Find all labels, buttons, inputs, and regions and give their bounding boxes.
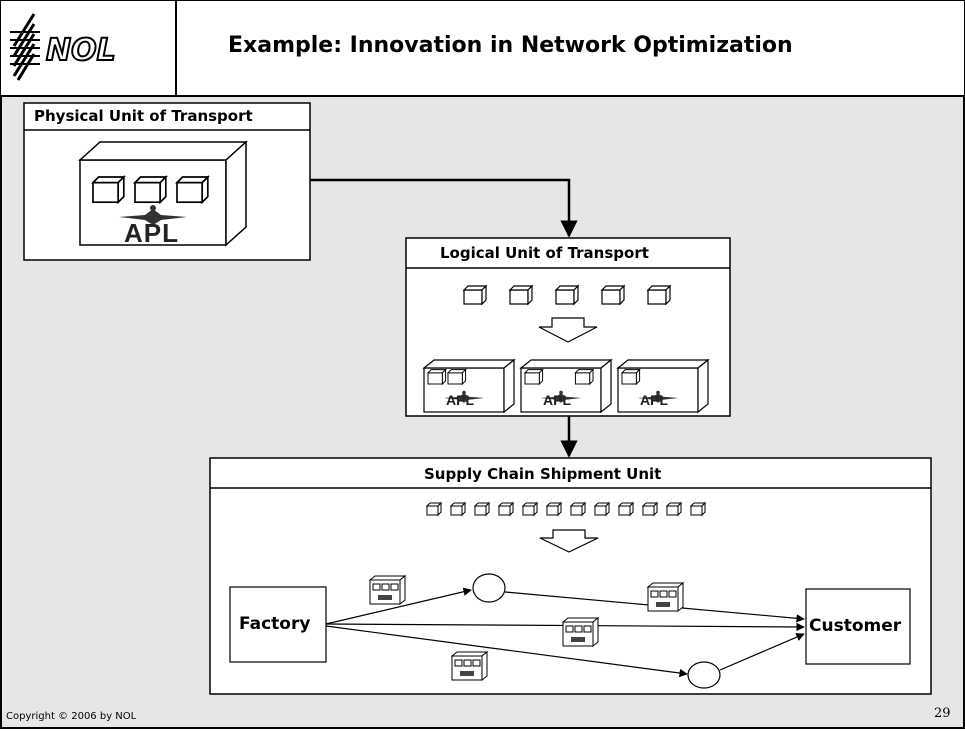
nol-logo: NOL (10, 13, 117, 81)
supply-consolidation-arrow (539, 529, 599, 553)
factory-node (229, 586, 327, 663)
apl-logo-physical: APL (124, 218, 179, 248)
logical-unit-title: Logical Unit of Transport (440, 244, 649, 262)
copyright-footer: Copyright © 2006 by NOL (6, 711, 137, 722)
apl-logo-logical-2: APL (543, 392, 571, 408)
customer-node (805, 588, 911, 665)
factory-label: Factory (239, 614, 311, 634)
logo-wordmark: NOL (46, 33, 116, 68)
page-number: 29 (934, 706, 951, 721)
customer-label: Customer (809, 616, 902, 636)
hub-node-upper (472, 573, 506, 603)
physical-container (78, 140, 248, 247)
physical-unit-title: Physical Unit of Transport (34, 107, 253, 125)
apl-logo-logical-3: APL (640, 392, 668, 408)
apl-logo-logical-1: APL (446, 392, 474, 408)
slide-title: Example: Innovation in Network Optimizat… (228, 33, 793, 58)
supply-chain-title: Supply Chain Shipment Unit (424, 465, 662, 483)
consolidation-arrow (538, 317, 598, 343)
logical-containers (422, 358, 710, 414)
physical-to-logical-arrow (310, 178, 578, 238)
hub-node-lower (687, 661, 721, 689)
title-bar (1, 1, 964, 96)
route-containers (368, 574, 685, 682)
